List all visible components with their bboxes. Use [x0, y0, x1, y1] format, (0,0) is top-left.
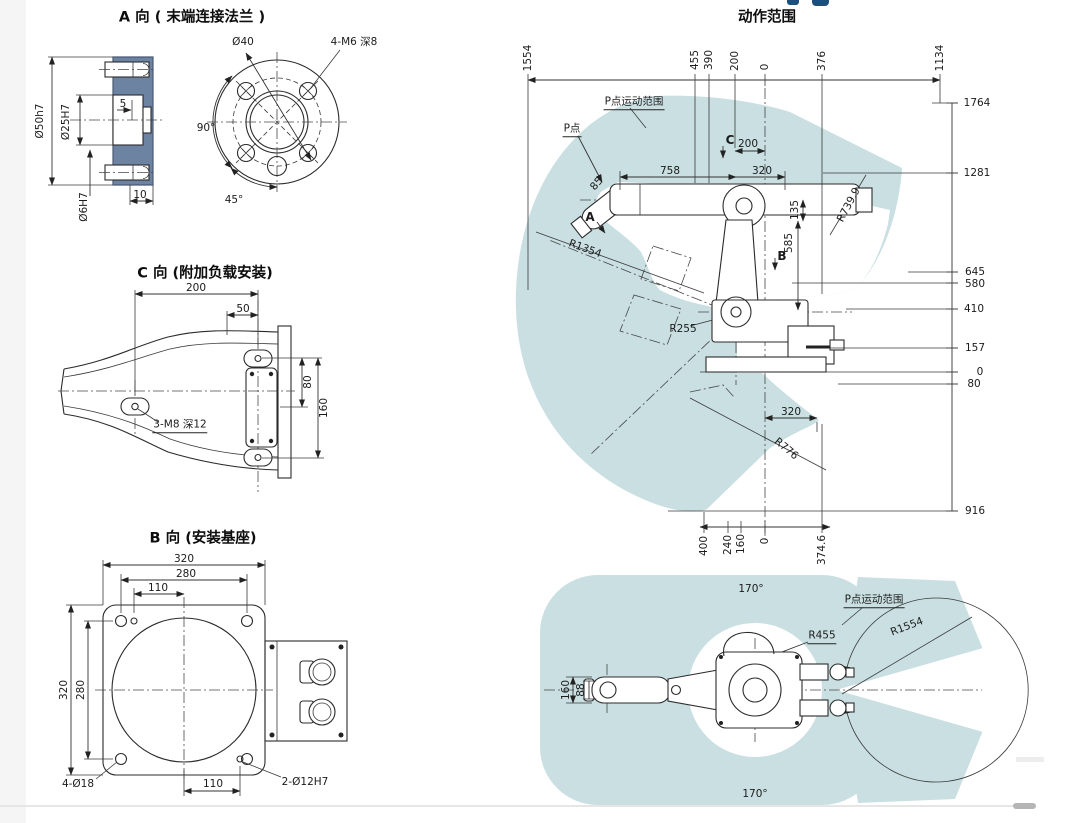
view-arrow-b: B	[777, 249, 787, 263]
view-c-drawing	[58, 290, 324, 492]
dim-b-280-top: 280	[175, 567, 197, 580]
view-b-drawing	[66, 560, 348, 796]
angle-90: 90°	[196, 121, 216, 134]
tick-top-390: 390	[702, 49, 715, 71]
tick-bottom-240: 240	[721, 534, 734, 556]
tick-right-0: 0	[976, 365, 984, 378]
dim-arm-320: 320	[751, 164, 773, 177]
view-a-title: A 向 ( 末端连接法兰 )	[118, 9, 266, 26]
dim-c-160: 160	[317, 397, 330, 419]
tick-top-0: 0	[758, 63, 771, 71]
dim-pin-hole: Ø6H7	[77, 192, 90, 222]
view-a-front-flange	[207, 49, 347, 192]
angle-170-bottom: 170°	[742, 787, 768, 800]
dim-c-80: 80	[301, 375, 314, 389]
radius-r255: R255	[669, 322, 697, 335]
dim-top-88: 88	[574, 683, 587, 697]
dim-c-200: 200	[185, 281, 207, 294]
view-a-side-flange	[48, 56, 162, 205]
tick-top-1554: 1554	[521, 44, 534, 72]
p-point-label: P点	[562, 123, 582, 137]
tick-bottom-160: 160	[734, 533, 747, 555]
tick-right-1281: 1281	[963, 166, 991, 179]
tick-right-916: 916	[964, 504, 986, 517]
dim-step-5: 5	[119, 97, 127, 110]
cropped-top-glyph-2	[812, 0, 829, 6]
tick-top-200: 200	[728, 50, 741, 72]
view-arrow-c: C	[725, 133, 735, 147]
dim-step-10: 10	[133, 188, 147, 201]
view-c-title: C 向 (附加负载安装)	[137, 265, 273, 282]
motion-top-view	[540, 575, 1029, 805]
motion-side-view	[515, 74, 958, 540]
dim-b-320-left: 320	[57, 679, 70, 701]
tick-right-580: 580	[964, 277, 986, 290]
note-b-pins: 2-Ø12H7	[281, 775, 329, 788]
view-b-title: B 向 (安装基座)	[149, 530, 257, 547]
dim-base-320: 320	[780, 405, 802, 418]
dim-flange-od: Ø50h7	[33, 103, 46, 139]
dim-b-280-left: 280	[74, 679, 87, 701]
tick-top-1134: 1134	[933, 44, 946, 72]
left-gutter	[0, 0, 26, 823]
dim-b-110-top: 110	[147, 581, 169, 594]
right-scrollbar-fragment	[1016, 757, 1044, 762]
note-b-holes: 4-Ø18	[61, 777, 95, 790]
angle-45: 45°	[224, 193, 244, 206]
dim-b-320-top: 320	[173, 552, 195, 565]
note-flange-bolts: 4-M6 深8	[330, 35, 378, 48]
tick-right-157: 157	[964, 341, 986, 354]
dim-bolt-circle: Ø40	[232, 35, 254, 48]
angle-170-top: 170°	[738, 582, 764, 595]
tick-right-645: 645	[964, 265, 986, 278]
tick-right-1764: 1764	[963, 96, 991, 109]
view-arrow-a: A	[585, 210, 595, 224]
dim-arm-758: 758	[659, 164, 681, 177]
dim-top-160: 160	[559, 679, 572, 701]
bottom-scrollbar-track[interactable]	[0, 805, 1036, 807]
tick-bottom-400: 400	[697, 535, 710, 557]
motion-range-title: 动作范围	[738, 9, 796, 26]
p-range-label-side: P点运动范围	[603, 96, 665, 110]
tick-top-376: 376	[815, 50, 828, 72]
cropped-top-glyph-1	[787, 0, 799, 5]
note-c-bolts: 3-M8 深12	[152, 419, 208, 433]
tick-top-455: 455	[688, 49, 701, 71]
tick-bottom-374-6: 374.6	[815, 534, 828, 566]
dim-b-110-bottom: 110	[202, 777, 224, 790]
tick-right-80: 80	[967, 377, 981, 390]
dim-135: 135	[788, 199, 801, 221]
dim-offset-200: 200	[737, 137, 759, 150]
dim-c-50: 50	[236, 302, 250, 315]
tick-bottom-0: 0	[758, 537, 771, 545]
tick-right-410: 410	[963, 302, 985, 315]
p-range-label-top: P点运动范围	[843, 594, 905, 608]
bottom-scrollbar-thumb[interactable]	[1013, 803, 1036, 809]
dim-flange-bore: Ø25H7	[59, 103, 72, 141]
radius-r455: R455	[807, 630, 837, 644]
